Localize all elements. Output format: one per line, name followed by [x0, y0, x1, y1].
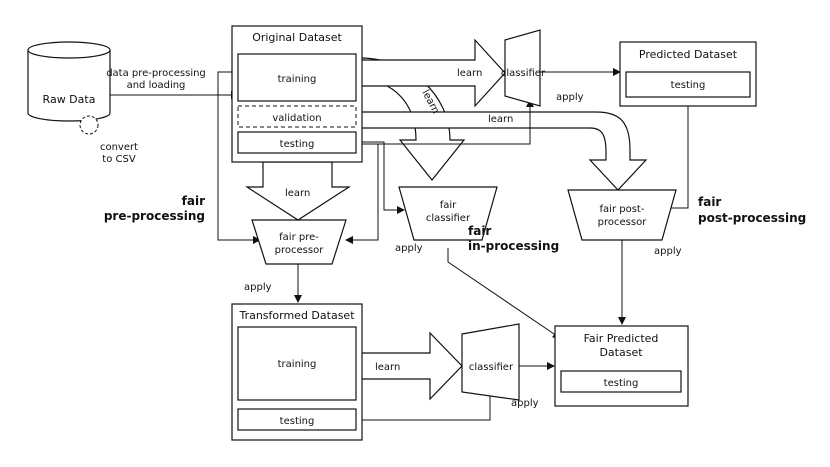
- learn-label-postprocessor: learn: [488, 114, 513, 125]
- validation-box: [237, 105, 357, 128]
- original-testing-label: testing: [280, 139, 315, 150]
- fair-preprocessing-label-2: pre-processing: [104, 209, 205, 223]
- learn-to-bottom-classifier-arrow: [359, 331, 463, 401]
- original-training-box: [237, 53, 357, 102]
- transformed-dataset-title: Transformed Dataset: [238, 309, 355, 322]
- fair-predicted-testing-box: [560, 370, 682, 393]
- classifier-shape: [504, 29, 541, 107]
- predicted-testing-box: [625, 71, 751, 98]
- original-testing-box: [237, 131, 357, 154]
- transformed-training-label: training: [278, 359, 317, 370]
- fair-postprocessing-label-1: fair: [698, 195, 721, 209]
- learn-label-preprocessor: learn: [285, 188, 310, 199]
- apply-label-classifier: apply: [556, 92, 584, 103]
- transformed-training-box: [237, 326, 357, 401]
- fair-predicted-dataset-box: [554, 325, 689, 407]
- classifier-label: classifier: [501, 68, 546, 79]
- training-to-preprocessor-line: [217, 71, 261, 244]
- bottom-testing-to-classifier-line: [360, 387, 494, 421]
- fair-predicted-testing-label: testing: [604, 378, 639, 389]
- convert-csv-label-2: to CSV: [102, 154, 136, 165]
- fair-preprocessing-label-1: fair: [182, 194, 205, 208]
- fair-postprocessor-label-2: processor: [598, 217, 648, 228]
- fair-postprocessor-label-1: fair post-: [600, 204, 645, 215]
- raw-data-label: Raw Data: [43, 93, 96, 106]
- data-preprocessing-label-1: data pre-processing: [106, 68, 206, 79]
- apply-label-postprocessor: apply: [654, 246, 682, 257]
- fair-predicted-title-1: Fair Predicted: [584, 332, 659, 345]
- fair-preprocessor-shape: [251, 219, 347, 265]
- convert-csv-circle: [79, 115, 99, 135]
- raw-data-node: Raw Data: [27, 41, 111, 122]
- validation-label: validation: [272, 113, 321, 124]
- bottom-classifier-shape: [461, 323, 520, 401]
- fair-preprocessor-label-2: processor: [275, 245, 325, 256]
- learn-label-bottom-classifier: learn: [375, 362, 400, 373]
- predicted-dataset-title: Predicted Dataset: [639, 48, 738, 61]
- fair-postprocessor-shape: [567, 189, 677, 241]
- fair-inprocessing-label-1: fair: [468, 224, 491, 238]
- learn-to-preprocessor-arrow: [244, 161, 352, 221]
- original-training-label: training: [278, 74, 317, 85]
- fair-classifier-shape: [398, 186, 498, 241]
- fair-classifier-to-fair-predicted-line: [447, 248, 561, 339]
- fair-preprocessor-label-1: fair pre-: [279, 232, 319, 243]
- fair-postprocessing-label-2: post-processing: [698, 211, 806, 225]
- testing-to-classifier-line: [360, 99, 534, 145]
- apply-label-fair-classifier: apply: [395, 243, 423, 254]
- apply-label-bottom-classifier: apply: [511, 398, 539, 409]
- fair-inprocessing-label-2: in-processing: [468, 239, 559, 253]
- predicted-testing-label: testing: [671, 80, 706, 91]
- transformed-testing-label: testing: [280, 416, 315, 427]
- learn-label-classifier: learn: [457, 68, 482, 79]
- fair-classifier-label-2: classifier: [426, 213, 471, 224]
- fair-predicted-title-2: Dataset: [599, 346, 643, 359]
- data-preprocessing-label-2: and loading: [127, 80, 186, 91]
- original-dataset-title: Original Dataset: [252, 31, 342, 44]
- fair-classifier-label-1: fair: [440, 200, 457, 211]
- bottom-classifier-label: classifier: [469, 362, 514, 373]
- learn-to-classifier-arrow: [359, 38, 506, 108]
- transformed-testing-box: [237, 408, 357, 431]
- convert-csv-label-1: convert: [100, 142, 138, 153]
- apply-label-preprocessor: apply: [244, 282, 272, 293]
- testing-to-fair-classifier-line: [360, 141, 405, 214]
- testing-to-preprocessor-line: [345, 144, 379, 244]
